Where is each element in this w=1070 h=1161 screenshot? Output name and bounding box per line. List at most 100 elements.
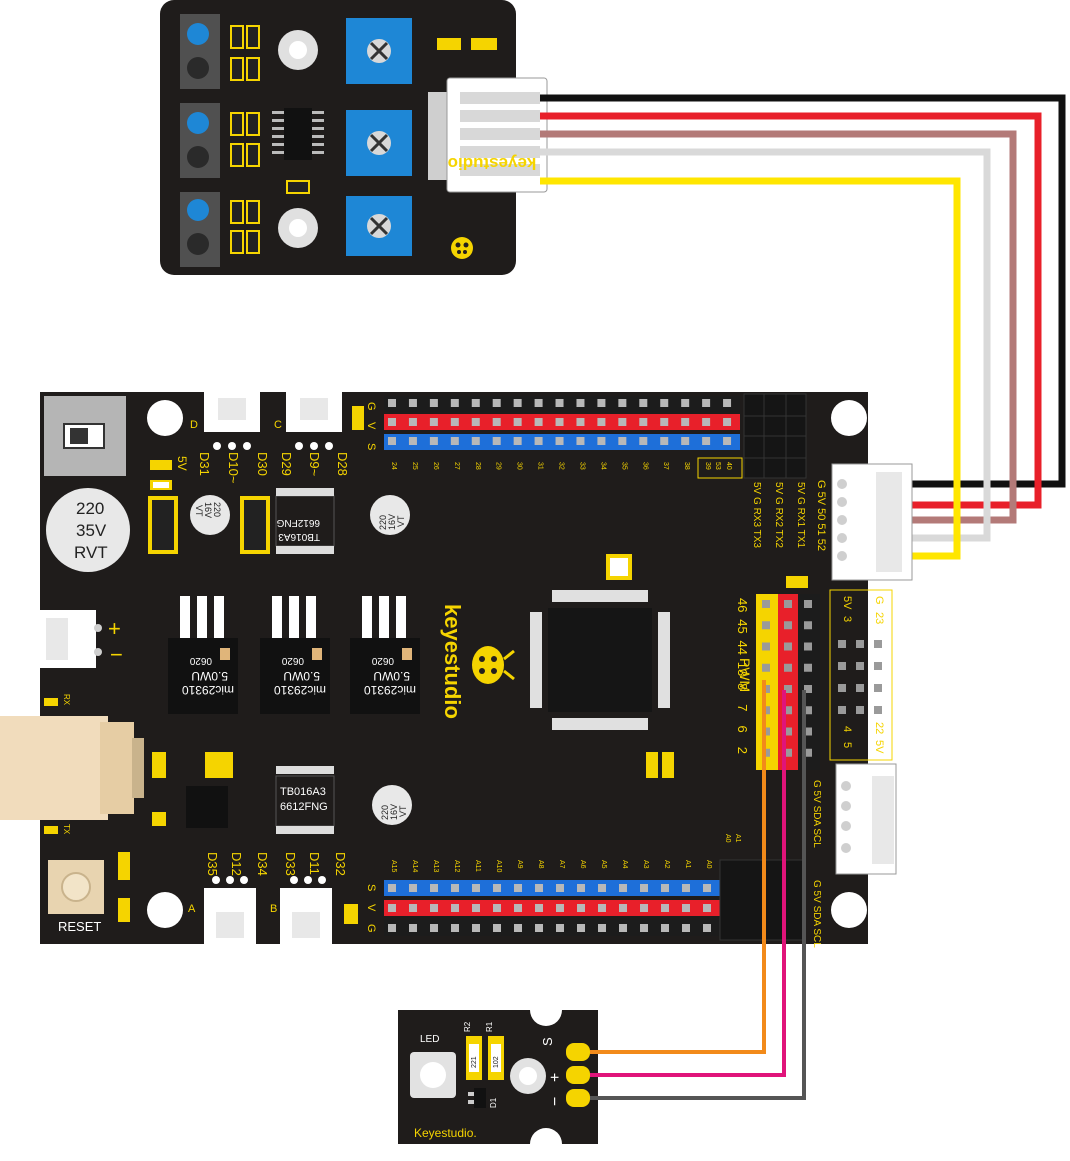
serial-label-3: 5V G RX3 TX3 — [751, 482, 762, 548]
cap-small-3-line2: 16V — [389, 804, 399, 820]
wire-brown — [540, 130, 1017, 524]
led-pin-s: S — [540, 1037, 555, 1046]
cap-large-line3: RVT — [74, 543, 108, 562]
bottom-row-label-v: V — [365, 904, 377, 912]
header-pin — [577, 924, 585, 932]
motor-driver-chip-bottom: TB016A3 6612FNG — [275, 766, 335, 834]
bottom-header-pin-label: A6 — [579, 860, 586, 869]
header-pin — [598, 884, 606, 892]
cap-small-1-line1: 220 — [212, 502, 222, 517]
header-pin — [513, 437, 522, 445]
led-r1-label: R1 — [485, 1021, 494, 1032]
connector-d: D D31 D10~ D30 — [190, 392, 270, 484]
connector-a: A D35 D12 D34 — [188, 852, 270, 944]
small-capacitor-2: 220 16V VT — [370, 495, 410, 535]
header-pin — [451, 884, 459, 892]
header-pin — [661, 884, 669, 892]
header-pin — [577, 884, 585, 892]
reset-button[interactable] — [48, 860, 104, 914]
header-pin — [639, 418, 648, 426]
header-pin — [784, 727, 792, 736]
top-header-pin-label: 27 — [453, 462, 460, 470]
header-pin — [804, 706, 812, 715]
spi-connector — [831, 463, 913, 581]
pwm-pin-label: 44 — [735, 641, 750, 655]
header-pin — [556, 884, 564, 892]
header-pin — [639, 437, 648, 445]
header-pin — [388, 418, 396, 426]
bottom-header-pin-label: A11 — [474, 860, 481, 872]
top-header-pin-label: 37 — [662, 462, 669, 470]
header-pin — [388, 437, 396, 445]
header-pin — [856, 684, 864, 692]
rb-5v: 5V — [841, 596, 853, 610]
top-header-pin-label: 31 — [537, 462, 544, 470]
header-pin — [661, 924, 669, 932]
top-header-pin-label: 40 — [725, 462, 732, 470]
small-capacitor-3: 220 16V VT — [372, 785, 412, 825]
top-header-pin-label: 32 — [558, 462, 565, 470]
top-header-pin-label: 34 — [599, 462, 606, 470]
header-pin — [451, 904, 459, 912]
connector-d-letter: D — [190, 419, 198, 431]
i2c-label-bottom: G 5V SDA SCL — [811, 880, 822, 948]
pwm-pin-label: 45 — [735, 619, 750, 633]
pwm-pin-label: 7 — [735, 704, 750, 711]
header-pin — [513, 418, 522, 426]
header-pin — [535, 884, 543, 892]
microcontroller-chip — [530, 590, 670, 730]
header-pin — [804, 727, 812, 736]
header-pin — [681, 418, 690, 426]
header-pin — [409, 884, 417, 892]
led-pin-minus: − — [547, 1097, 564, 1106]
keyestudio-mega-shield-board: 220 35V RVT 5V 220 16V VT 220 16V VT — [40, 392, 913, 948]
header-pin — [784, 663, 792, 672]
power-switch — [44, 396, 126, 476]
header-pin — [723, 437, 732, 445]
header-pin — [577, 904, 585, 912]
rb-top-23: 23 — [873, 612, 885, 624]
sensor-5pin-connector — [428, 77, 548, 193]
header-pin — [408, 437, 417, 445]
bottom-row-label-g: G — [365, 924, 377, 933]
header-pin — [388, 884, 396, 892]
header-pin — [660, 418, 669, 426]
i2c-label: G 5V SDA SCL — [811, 780, 822, 848]
header-pin — [640, 924, 648, 932]
ladybug-logo-icon — [472, 646, 515, 684]
header-pin — [619, 884, 627, 892]
header-pin — [429, 418, 438, 426]
header-pin — [784, 685, 792, 693]
bottom-header-pin-label: A3 — [642, 860, 649, 869]
header-pin — [556, 924, 564, 932]
header-pin — [430, 904, 438, 912]
top-row-label-g: G — [365, 402, 377, 411]
led-r1-code: 102 — [493, 1056, 500, 1068]
header-pin — [619, 904, 627, 912]
wire-orange — [590, 680, 766, 1054]
header-pin — [703, 924, 711, 932]
header-pin — [514, 904, 522, 912]
rb-top-g: G — [873, 596, 885, 605]
connector-c-pin-3: D28 — [335, 452, 350, 476]
header-pin — [874, 706, 882, 714]
header-pin — [388, 399, 396, 407]
regulator-1: 0620 5.0WU mic29310 — [168, 596, 238, 714]
bottom-header-pin-label: A12 — [453, 860, 460, 873]
header-pin — [784, 706, 792, 715]
serial-label-2: 5V G RX2 TX2 — [773, 482, 784, 548]
reg-1-spec: 5.0WU — [191, 669, 228, 683]
header-pin — [838, 684, 846, 692]
header-pin — [681, 437, 690, 445]
led-r2-label: R2 — [463, 1021, 472, 1032]
header-pin — [388, 904, 396, 912]
header-pin — [856, 662, 864, 670]
analog-a1: A1 — [734, 834, 741, 843]
small-capacitor-1: 220 16V VT — [190, 495, 230, 535]
header-pin — [702, 437, 711, 445]
board-brand-label: keyestudio — [440, 604, 465, 719]
bottom-header-pin-label: A1 — [684, 860, 691, 869]
header-pin — [388, 924, 396, 932]
cap-small-2-line3: VT — [396, 515, 406, 527]
